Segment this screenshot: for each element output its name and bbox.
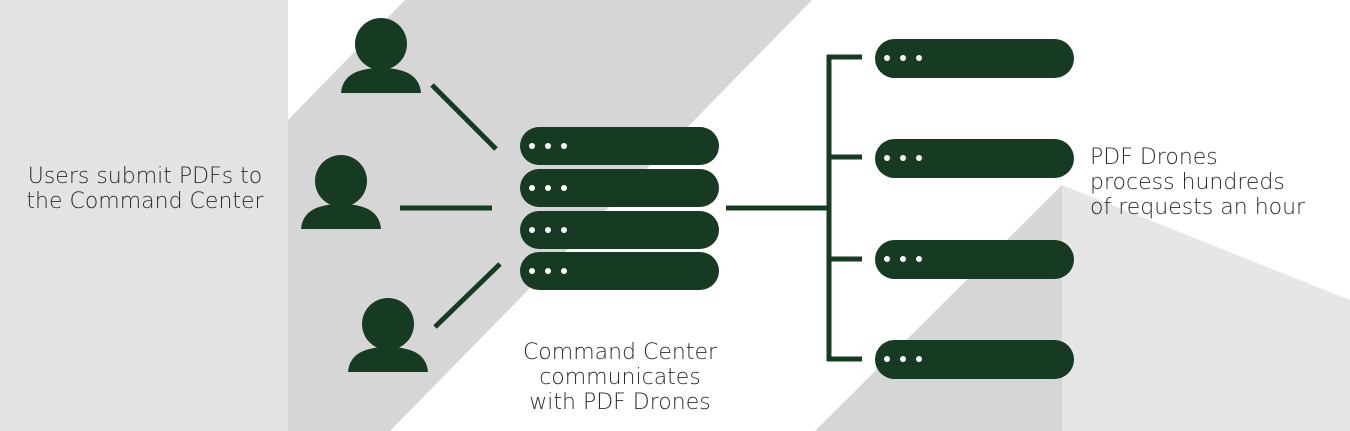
command-center-caption: Command Center communicates with PDF Dro… bbox=[495, 340, 745, 415]
server-unit bbox=[520, 252, 719, 290]
pdf-drone bbox=[875, 39, 1074, 78]
drones-caption-line: of requests an hour bbox=[1090, 195, 1306, 220]
user-icon bbox=[341, 18, 421, 93]
command-center-caption-line: with PDF Drones bbox=[529, 390, 711, 415]
command-center-caption-line: Command Center bbox=[522, 340, 718, 365]
users-caption: Users submit PDFs to the Command Center bbox=[10, 164, 280, 214]
drone-bracket bbox=[726, 54, 862, 362]
user-connectors bbox=[400, 83, 502, 329]
drones-caption: PDF Drones process hundreds of requests … bbox=[1090, 145, 1305, 220]
right-band-light bbox=[1062, 185, 1350, 431]
drones-caption-line: PDF Drones bbox=[1090, 145, 1218, 170]
command-center-stack bbox=[520, 127, 719, 290]
users-caption-line: Users submit PDFs to bbox=[27, 164, 263, 189]
users-caption-line: the Command Center bbox=[26, 189, 264, 214]
user-icon bbox=[348, 298, 428, 372]
user-connector bbox=[430, 83, 498, 151]
user-connector bbox=[433, 262, 502, 329]
pdf-drone bbox=[875, 340, 1074, 379]
pdf-drone bbox=[875, 139, 1074, 178]
server-unit bbox=[520, 211, 719, 249]
user-icon bbox=[301, 155, 381, 229]
drones-caption-line: process hundreds bbox=[1090, 170, 1285, 195]
left-panel bbox=[0, 0, 288, 431]
server-unit bbox=[520, 127, 719, 165]
right-band-dark bbox=[815, 185, 1062, 431]
server-unit bbox=[520, 169, 719, 207]
pdf-drone bbox=[875, 240, 1074, 279]
command-center-caption-line: communicates bbox=[539, 365, 701, 390]
